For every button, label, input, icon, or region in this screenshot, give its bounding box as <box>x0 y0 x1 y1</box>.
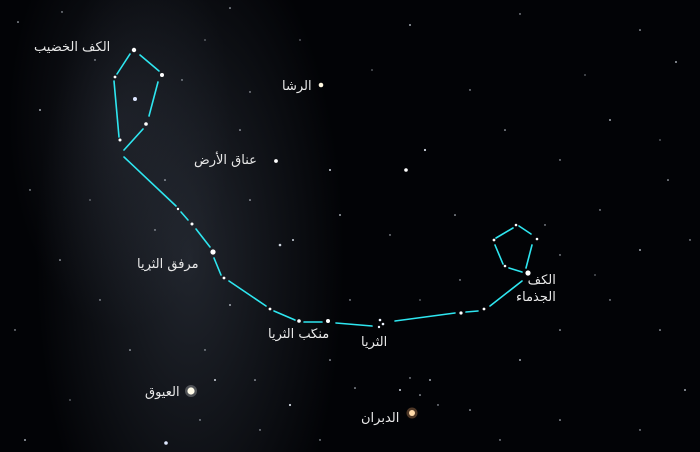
label-kaff-jathma-line2: الجذماء <box>516 290 556 305</box>
star-kaff-jathma-5 <box>503 264 507 268</box>
star-anaq-alard <box>274 159 278 163</box>
background-stars <box>14 7 691 441</box>
star-extra-1 <box>404 168 408 172</box>
label-mankib-althuraya: منكب الثريا <box>268 327 330 342</box>
star-alayyuq <box>187 387 195 395</box>
star-kaff-jathma-1 <box>525 270 531 276</box>
star-arm-3 <box>222 276 226 280</box>
star-kaff-jathma-3 <box>514 223 518 227</box>
star-rasha <box>318 82 324 88</box>
star-mirfaq-althuraya <box>210 249 216 255</box>
star-althuraya-2 <box>381 322 385 326</box>
label-mirfaq-althuraya: مرفق الثريا <box>137 257 199 272</box>
label-alayyuq: العيوق <box>145 385 180 400</box>
star-kaff-jathma-2 <box>535 237 539 241</box>
label-kaff-khadib: الكف الخضيب <box>34 40 111 55</box>
star-mankib-althuraya <box>297 319 301 323</box>
star-arm-2 <box>190 222 194 226</box>
star-extra-2 <box>164 441 168 445</box>
label-kaff-jathma: الكف الجذماء <box>516 272 556 306</box>
star-aldabaran <box>409 410 415 416</box>
label-althuraya: الثريا <box>361 335 388 350</box>
label-rasha: الرشا <box>282 79 312 94</box>
star-kaff-khadib-5 <box>144 122 148 126</box>
star-althuraya-1 <box>378 318 382 322</box>
star-kaff-jathma-4 <box>492 238 496 242</box>
constellation-lines <box>113 53 533 327</box>
star-kaff-khadib-4 <box>133 97 137 101</box>
star-kaff-khadib-3 <box>113 75 117 79</box>
bright-stars <box>113 47 539 445</box>
star-kaff-khadib-6 <box>118 138 122 142</box>
label-kaff-jathma-line1: الكف <box>527 273 556 288</box>
label-aldabaran: الدبران <box>361 411 400 426</box>
label-anaq-alard: عناق الأرض <box>194 153 257 168</box>
star-jathma-path-2 <box>482 307 486 311</box>
star-althuraya-3 <box>377 325 381 329</box>
star-arm-4 <box>268 307 272 311</box>
star-kaff-khadib-2 <box>160 73 164 77</box>
star-jathma-path-1 <box>459 311 463 315</box>
star-arm-1 <box>176 207 180 211</box>
star-kaff-khadib-1 <box>131 47 137 53</box>
star-mankib-2 <box>326 319 330 323</box>
